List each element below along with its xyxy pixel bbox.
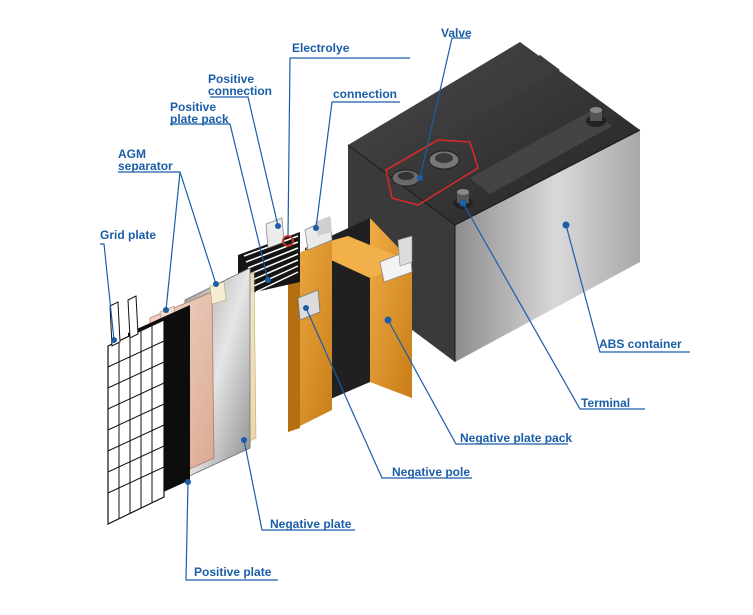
label-connection: connection (333, 87, 398, 101)
leader-dots (111, 175, 570, 485)
label-positive-plate-pack-line1: Positive (170, 100, 217, 114)
leader-lines (100, 37, 690, 581)
label-positive-connection: Positive connection (208, 73, 272, 97)
valve (385, 139, 479, 206)
label-electrolye: Electrolye (292, 41, 350, 55)
label-negative-plate-pack: Negative plate pack (460, 431, 573, 445)
label-agm-separator: AGM separator (118, 148, 173, 172)
label-positive-connection-line1: Positive (208, 72, 255, 86)
label-grid-plate: Grid plate (100, 228, 157, 242)
label-agm-separator-line1: AGM (118, 147, 146, 161)
label-positive-plate-pack: Positive plate pack (170, 101, 229, 125)
label-valve: Valve (441, 26, 472, 40)
label-positive-plate-pack-line2: plate pack (170, 112, 229, 126)
label-agm-separator-line2: separator (118, 159, 173, 173)
label-negative-plate: Negative plate (270, 517, 352, 531)
label-terminal: Terminal (581, 396, 631, 410)
orange-plate-pack (288, 216, 333, 432)
label-positive-plate: Positive plate (194, 565, 272, 579)
label-positive-connection-line2: connection (208, 84, 273, 98)
label-abs-container: ABS container (599, 337, 682, 351)
label-negative-pole: Negative pole (392, 465, 471, 479)
grid-plate (107, 295, 190, 525)
